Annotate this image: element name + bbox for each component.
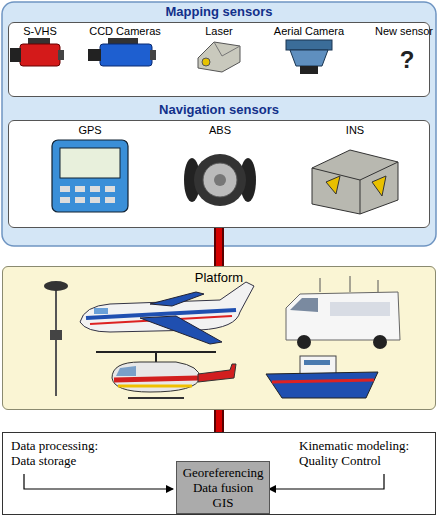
sensor-label: Aerial Camera [274, 25, 344, 37]
svhs-camera [10, 38, 64, 66]
platform-fill [2, 266, 436, 410]
processing-box: Georeferencing Data fusion GIS Data proce… [2, 432, 436, 515]
flow-arrow [269, 474, 384, 489]
link-bar [219, 228, 220, 266]
sensor-panel [2, 2, 436, 246]
sensor-label: ABS [209, 124, 231, 136]
ccd-camera [88, 38, 156, 66]
ins-unit [312, 150, 398, 214]
abs-wheel [184, 154, 256, 206]
link-outline [214, 410, 224, 432]
link-bar [219, 410, 220, 432]
sensor-label: S-VHS [23, 25, 57, 37]
mapping-box-fill [8, 22, 430, 97]
airplane [80, 282, 254, 344]
node-text: Georeferencing Data fusion GIS [182, 465, 265, 510]
panel-title: Platform [195, 270, 243, 285]
unknown-sensor-mark: ? [400, 46, 415, 74]
navigation-box-fill [8, 120, 430, 228]
section-heading: Mapping sensors [166, 4, 273, 19]
link-outline [214, 228, 224, 266]
navigation-box: Navigation sensors [8, 120, 430, 228]
sensor-label: New sensor [375, 25, 433, 37]
gps-pole [44, 281, 68, 396]
aerial-camera [286, 40, 332, 74]
link-core [216, 410, 222, 432]
node-text: Data processing: Data storage [11, 438, 123, 468]
node-text: Kinematic modeling: Quality Control [299, 438, 431, 468]
georeferencing-box: Georeferencing Data fusion GIS [176, 461, 270, 514]
section-heading: Navigation sensors [159, 102, 279, 117]
gps-receiver [52, 140, 128, 212]
sensor-label: GPS [78, 124, 101, 136]
platform-panel: Platform [2, 266, 436, 410]
flow-arrow [24, 474, 173, 489]
link-core [216, 228, 222, 266]
boat [266, 356, 378, 398]
laser-scanner [198, 42, 240, 72]
sensor-label: INS [346, 124, 364, 136]
sensor-label: Laser [205, 25, 233, 37]
van [286, 276, 400, 349]
sensor-label: CCD Cameras [89, 25, 161, 37]
helicopter [96, 352, 236, 398]
